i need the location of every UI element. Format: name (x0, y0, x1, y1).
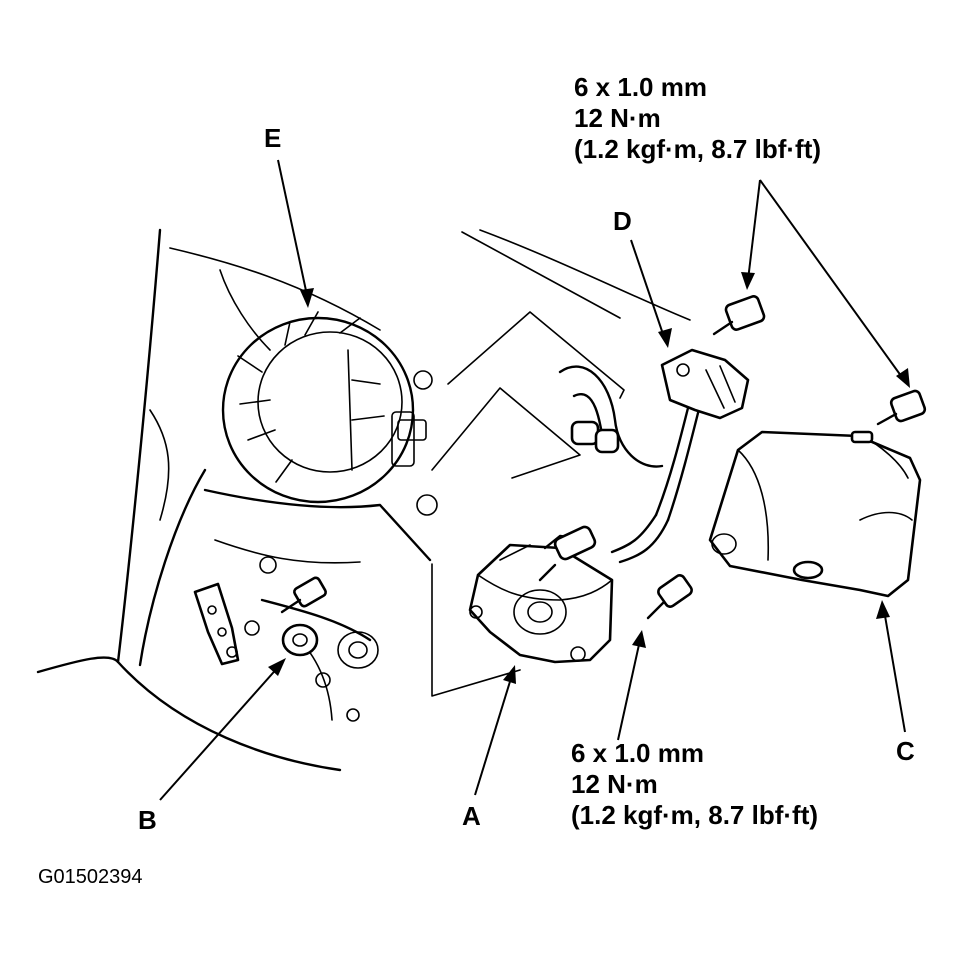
figure-code: G01502394 (38, 866, 143, 888)
spec-bottom-alt-torque: (1.2 kgf·m, 8.7 lbf·ft) (571, 800, 819, 830)
callout-e: E (264, 123, 282, 153)
transmission-housing-icon (36, 228, 438, 772)
wire-harness-icon (558, 348, 750, 564)
bolt-icon (280, 576, 327, 614)
callout-a: A (462, 801, 481, 831)
callout-b: B (138, 805, 157, 835)
spec-top-alt-torque: (1.2 kgf·m, 8.7 lbf·ft) (574, 134, 822, 164)
reference-lines (431, 229, 691, 697)
spec-top-size: 6 x 1.0 mm (574, 72, 707, 102)
callout-c: C (896, 736, 915, 766)
spec-bottom-torque: 12 N·m (571, 769, 658, 799)
spec-bottom-size: 6 x 1.0 mm (571, 738, 704, 768)
spec-bottom: 6 x 1.0 mm 12 N·m (1.2 kgf·m, 8.7 lbf·ft… (571, 738, 818, 831)
switch-cover-icon (708, 430, 922, 598)
bolt-icon (646, 295, 927, 620)
range-switch-icon (468, 525, 614, 664)
leader-lines (159, 159, 910, 801)
spec-top: 6 x 1.0 mm 12 N·m (1.2 kgf·m, 8.7 lbf·ft… (574, 72, 821, 165)
spec-top-torque: 12 N·m (574, 103, 661, 133)
callout-d: D (613, 206, 632, 236)
